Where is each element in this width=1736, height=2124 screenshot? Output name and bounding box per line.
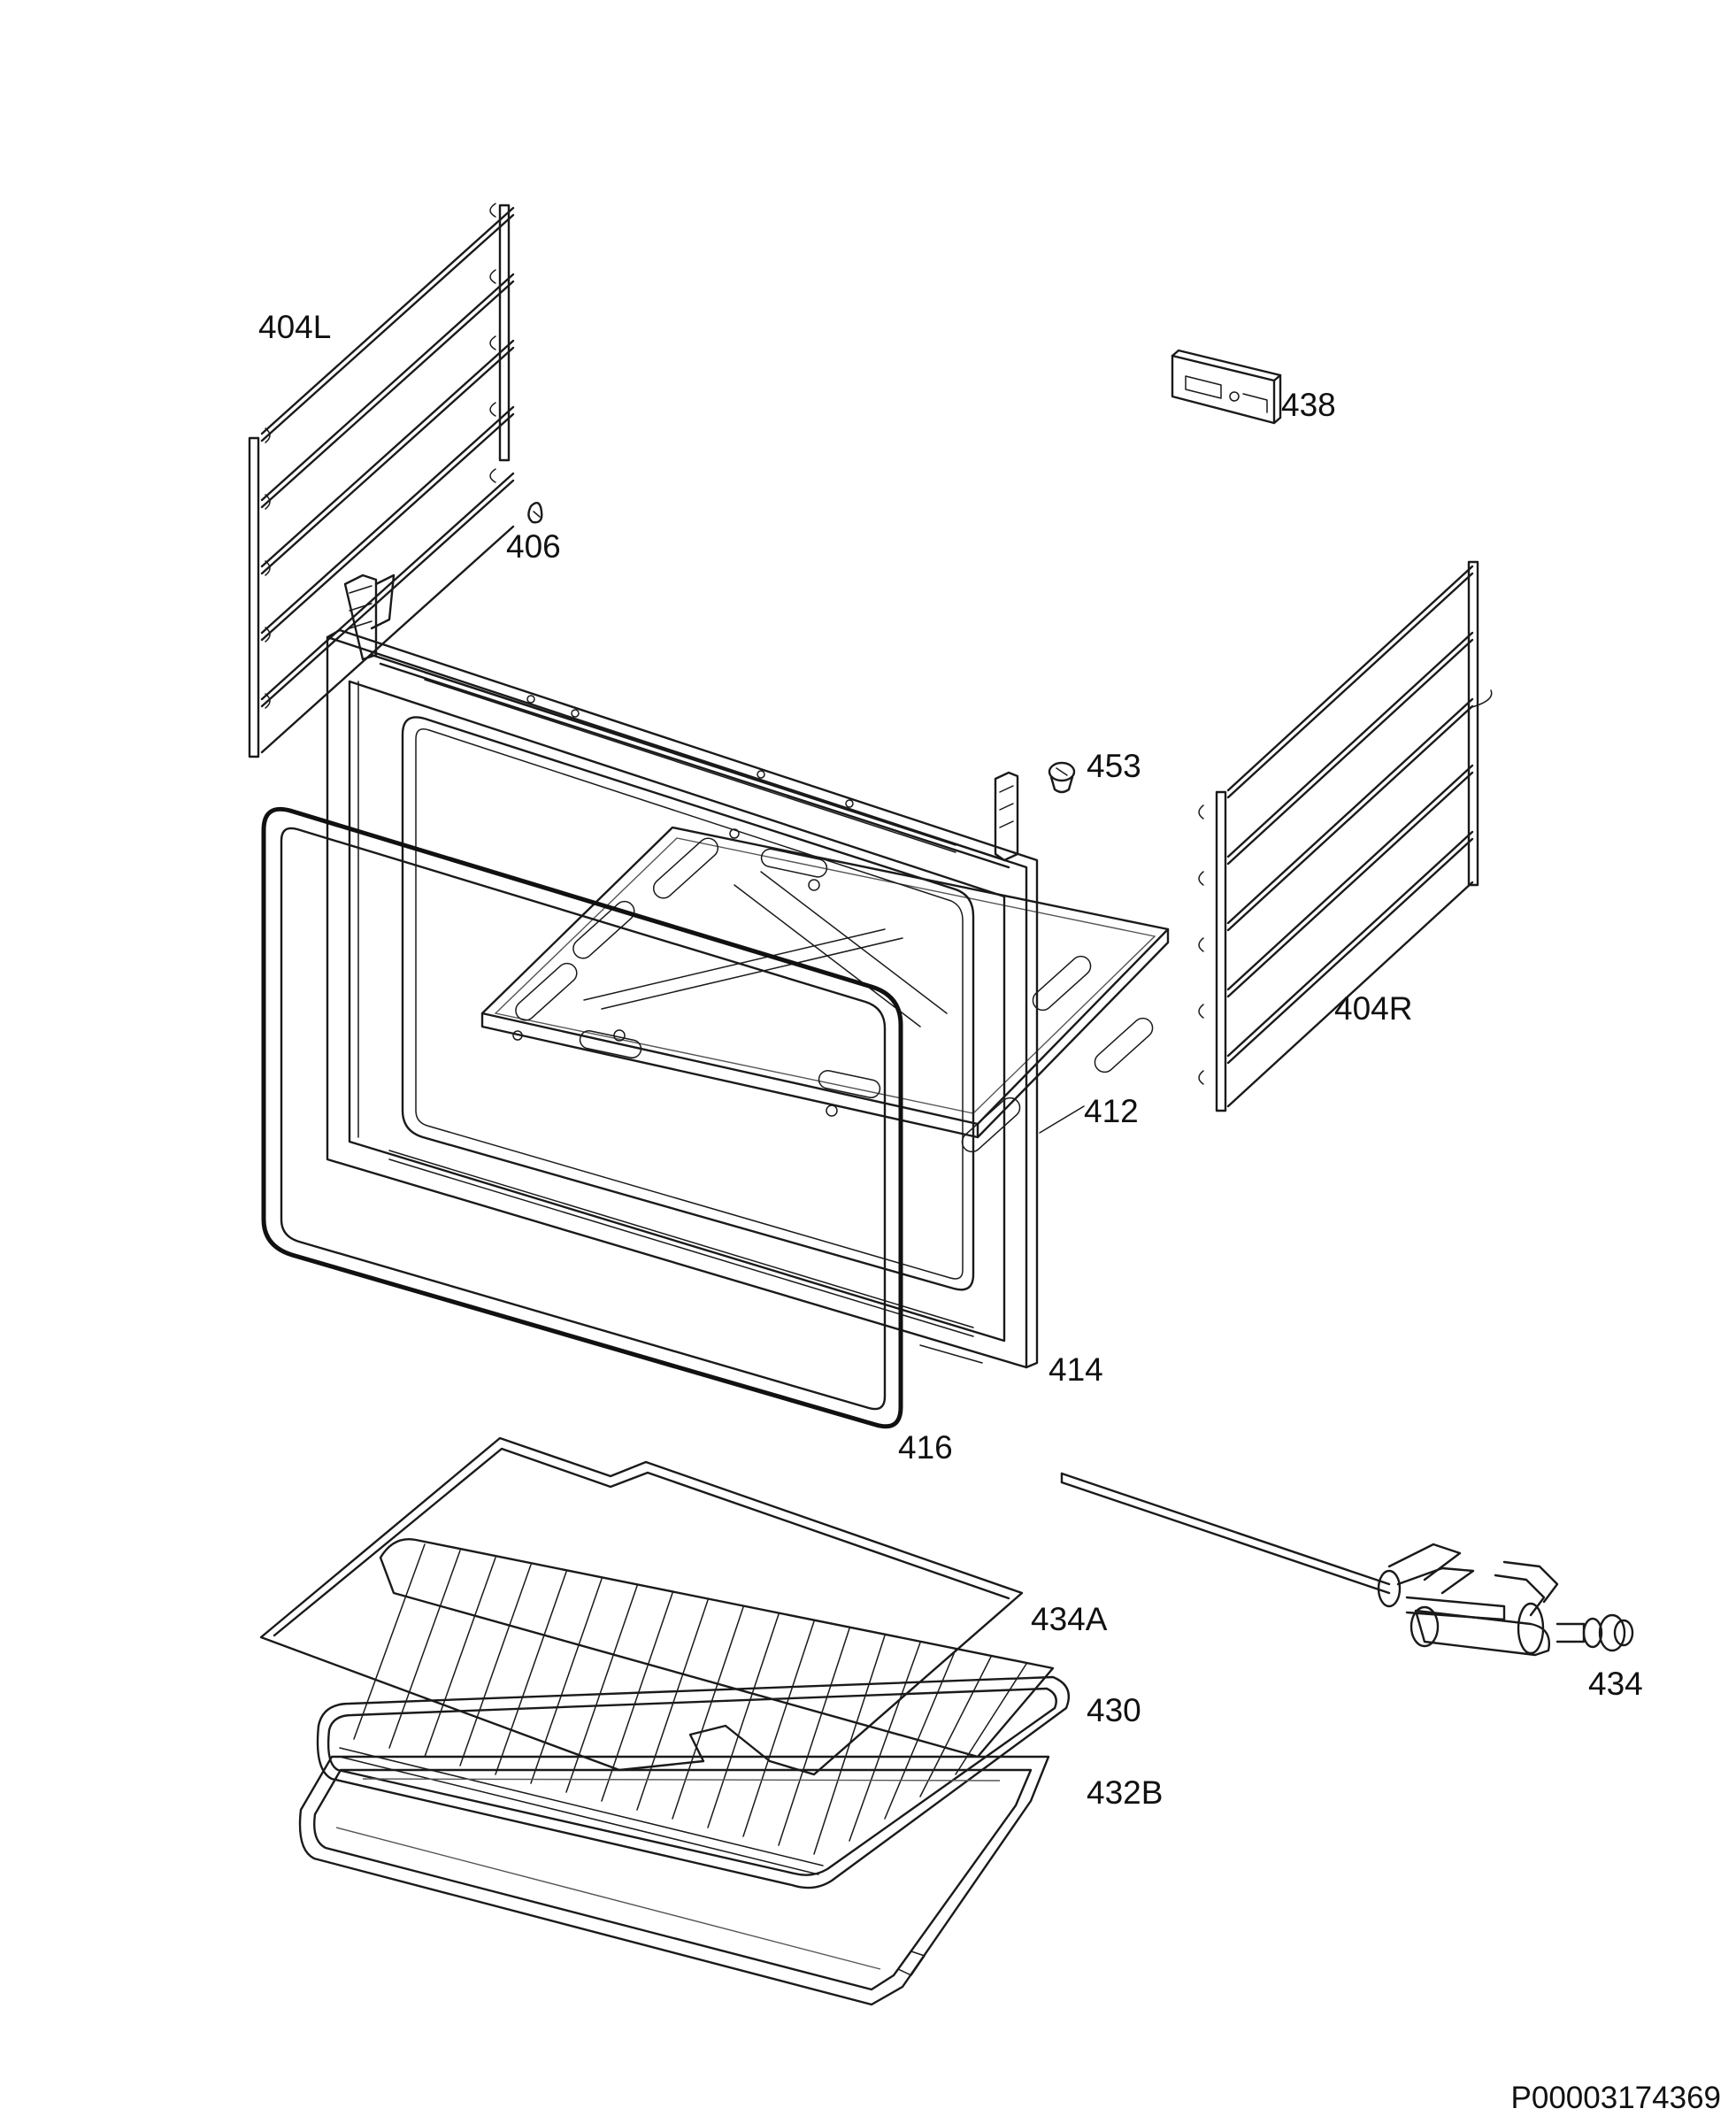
part-430-grill-rack	[316, 1538, 1071, 1889]
part-404R-right-shelf-support	[1198, 560, 1493, 1112]
label-453: 453	[1087, 748, 1141, 784]
part-453-grommet	[1048, 761, 1076, 794]
label-432B: 432B	[1087, 1774, 1163, 1811]
document-id: P00003174369	[1511, 2081, 1721, 2115]
part-432B-drip-tray	[298, 1755, 1050, 2006]
label-412: 412	[1084, 1093, 1139, 1129]
part-434A-wire-shelf	[259, 1436, 1024, 1776]
part-434-rotisserie-spit	[1060, 1472, 1634, 1657]
part-414-inner-door-frame	[326, 573, 1039, 1369]
part-412-cavity-base	[480, 826, 1170, 1153]
label-438: 438	[1281, 387, 1336, 423]
part-438-latch-bracket	[1171, 349, 1282, 425]
label-404L: 404L	[258, 309, 331, 345]
label-414: 414	[1049, 1351, 1103, 1388]
part-406-clip	[527, 501, 543, 524]
label-406: 406	[506, 528, 561, 565]
label-416: 416	[898, 1429, 953, 1466]
part-416-door-gasket	[261, 806, 903, 1429]
label-434: 434	[1588, 1666, 1643, 1702]
part-404L-left-shelf-support	[248, 203, 515, 758]
label-404R: 404R	[1334, 990, 1412, 1027]
label-430: 430	[1087, 1692, 1141, 1728]
label-434A: 434A	[1031, 1601, 1108, 1637]
